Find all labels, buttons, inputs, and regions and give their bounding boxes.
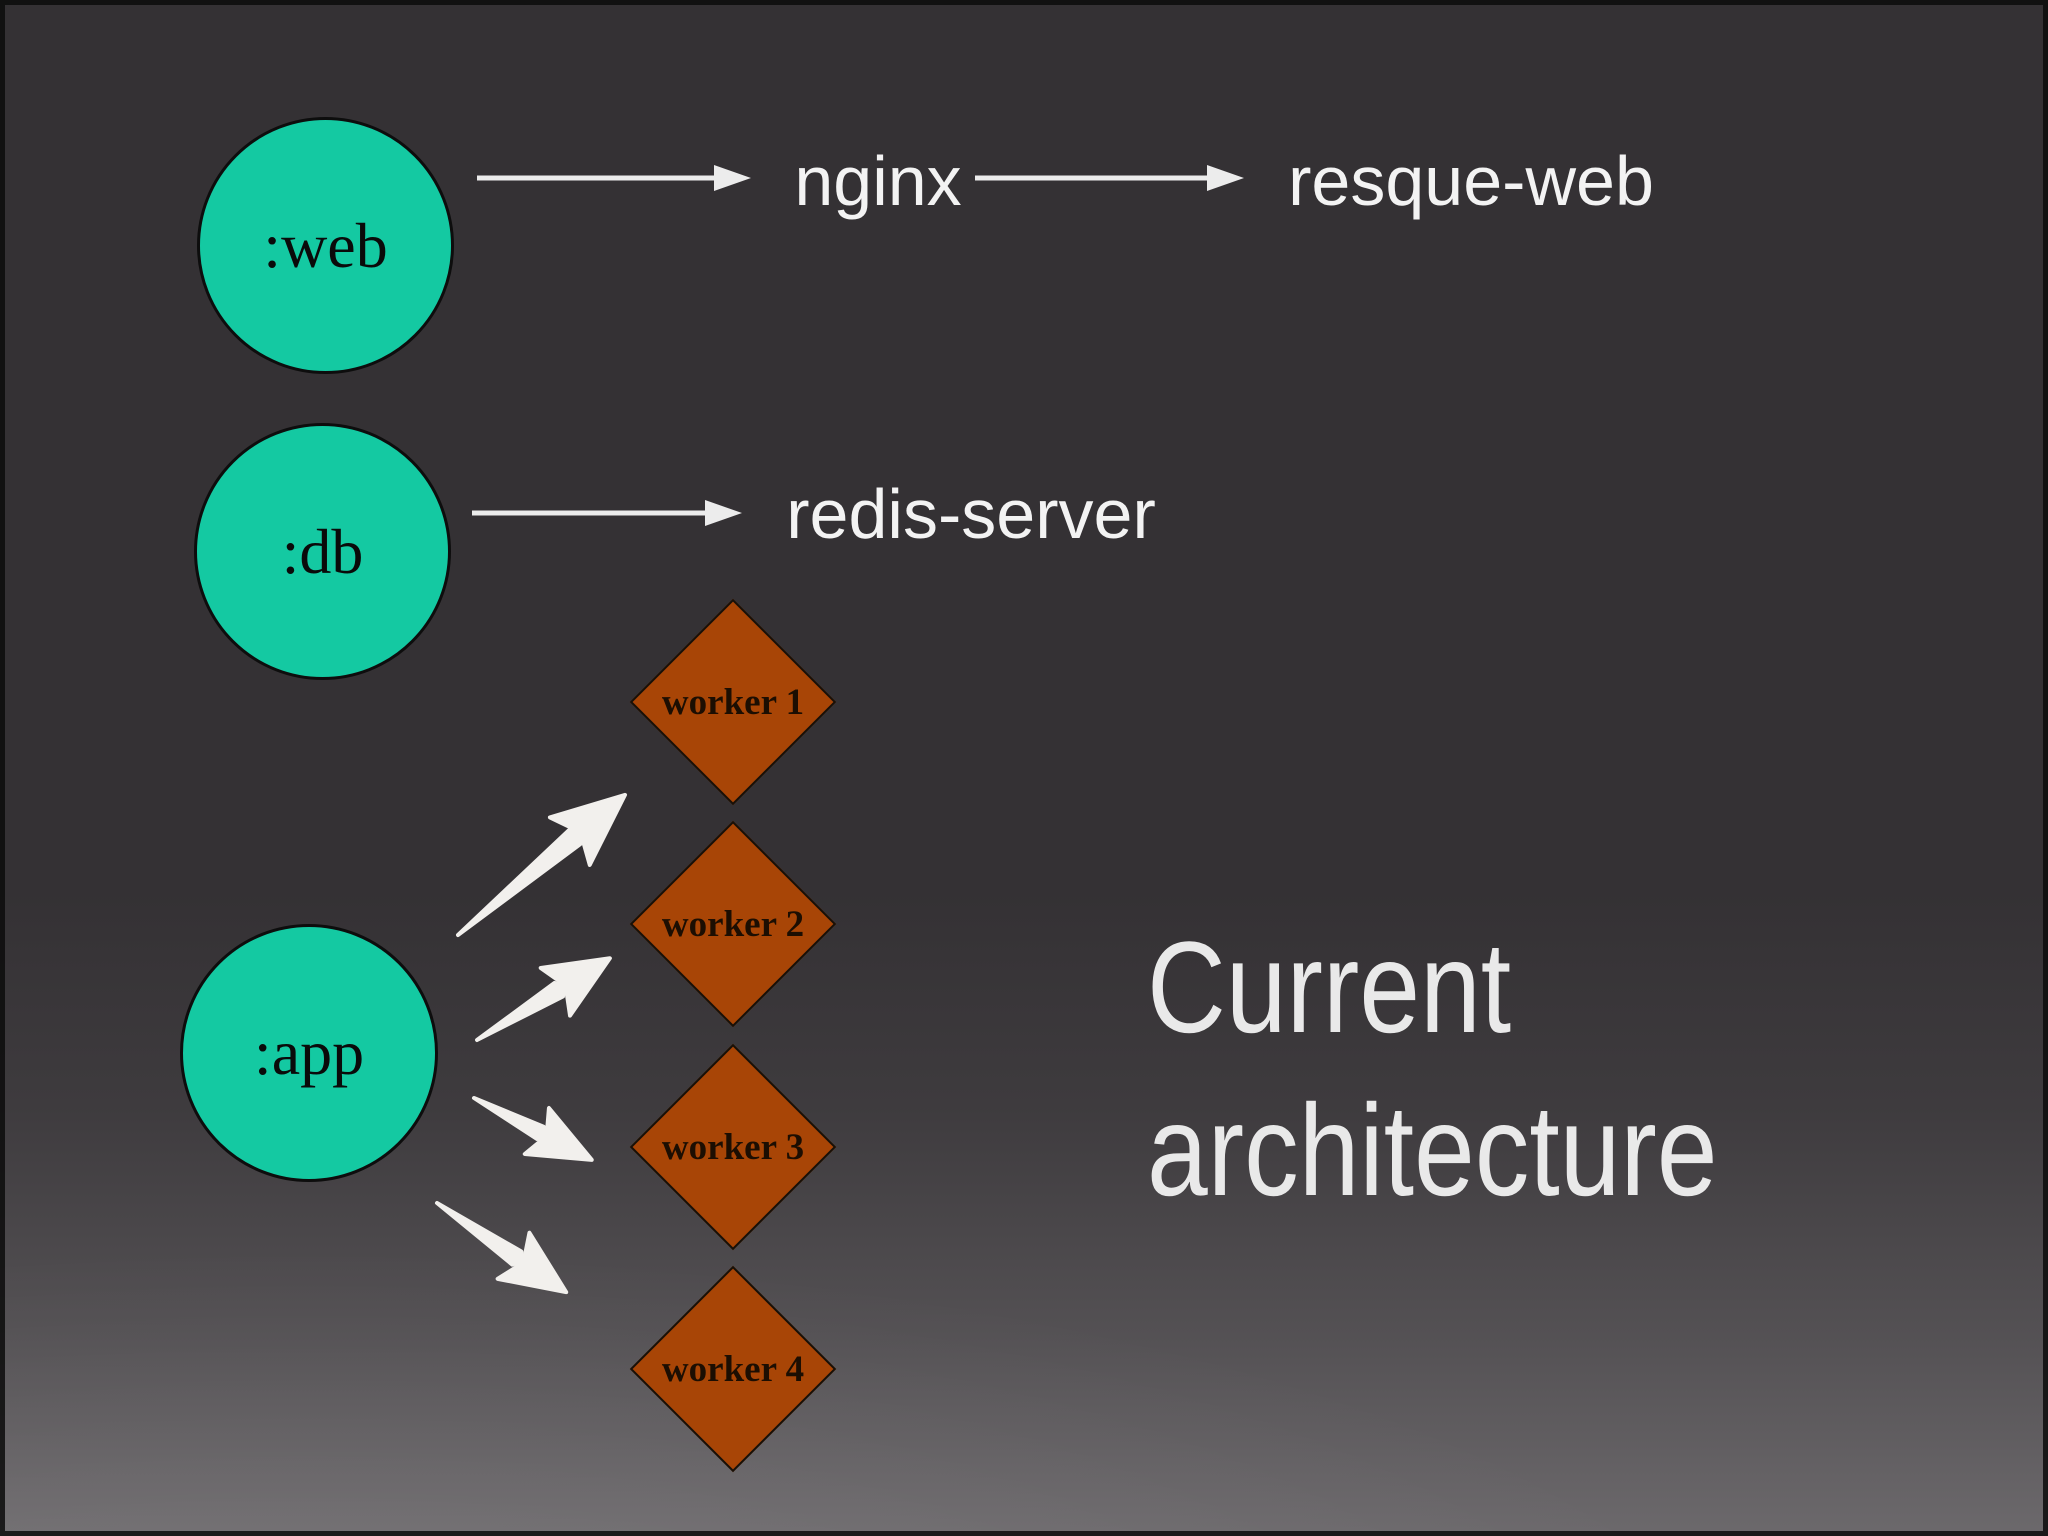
node-app-label: :app bbox=[253, 1017, 365, 1088]
node-db-label: :db bbox=[281, 515, 364, 587]
arrow-app-worker4 bbox=[435, 1201, 569, 1295]
node-nginx-label: nginx bbox=[794, 142, 962, 220]
node-app: :app bbox=[180, 924, 438, 1182]
node-worker-4-label: worker 4 bbox=[661, 1348, 805, 1390]
node-worker-2-label: worker 2 bbox=[661, 903, 805, 945]
slide-title-line2: architecture bbox=[1147, 1077, 1718, 1224]
slide-title: Current architecture bbox=[1147, 906, 1718, 1232]
node-web: :web bbox=[197, 117, 454, 374]
node-resque-web-label: resque-web bbox=[1288, 142, 1654, 220]
node-worker-3: worker 3 bbox=[629, 1043, 837, 1251]
slide-title-line1: Current bbox=[1147, 914, 1512, 1060]
arrow-app-worker2 bbox=[475, 956, 612, 1042]
arrow-db-redisserver bbox=[472, 500, 742, 526]
arrow-web-nginx bbox=[477, 165, 751, 191]
arrow-app-worker1 bbox=[456, 792, 627, 937]
node-worker-4: worker 4 bbox=[629, 1265, 837, 1473]
node-worker-2: worker 2 bbox=[629, 820, 837, 1028]
node-web-label: :web bbox=[263, 209, 388, 281]
node-worker-3-label: worker 3 bbox=[661, 1126, 805, 1168]
arrow-nginx-resqueweb bbox=[975, 165, 1244, 191]
node-redis-server-label: redis-server bbox=[786, 475, 1156, 553]
node-worker-1: worker 1 bbox=[629, 598, 837, 806]
node-worker-1-label: worker 1 bbox=[661, 681, 805, 723]
node-db: :db bbox=[194, 423, 451, 680]
arrow-app-worker3 bbox=[472, 1096, 594, 1162]
